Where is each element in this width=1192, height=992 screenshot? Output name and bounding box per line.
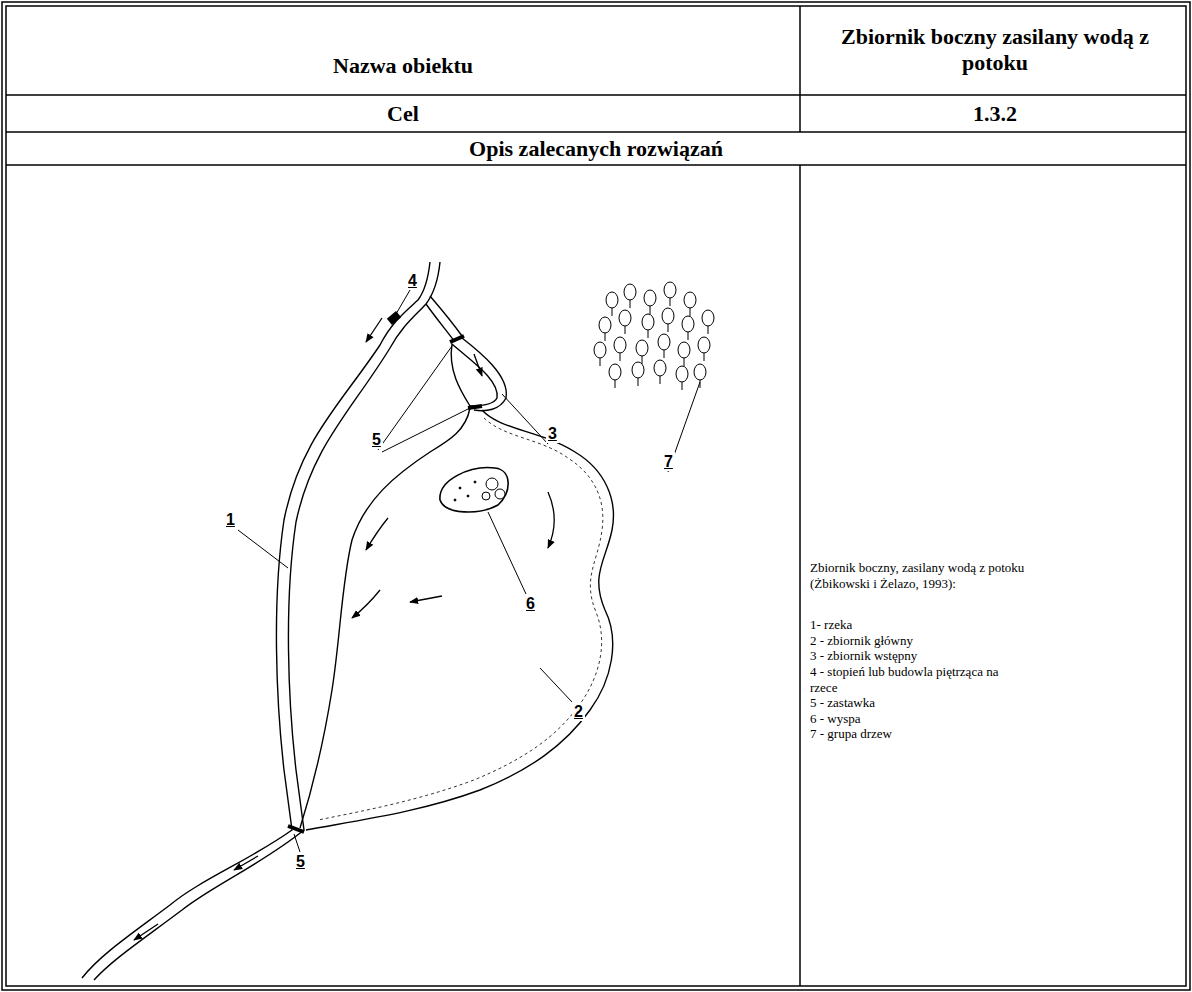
- river: [82, 262, 462, 980]
- legend-panel: Zbiornik boczny, zasilany wodą z potoku …: [810, 560, 1028, 742]
- header-cell: 1.3.2: [830, 101, 1160, 127]
- main-reservoir: [300, 408, 613, 830]
- pre-reservoir: [451, 338, 506, 411]
- callout-number: 3: [546, 424, 559, 443]
- island: [440, 468, 508, 512]
- callout-number: 5: [370, 430, 383, 449]
- legend-item: 2 - zbiornik główny: [810, 633, 1028, 649]
- legend-item: 6 - wyspa: [810, 711, 1028, 727]
- legend-item: 1- rzeka: [810, 617, 1028, 633]
- leader-line: [238, 290, 700, 852]
- header-cell: Zbiornik boczny zasilany wodą z potoku: [830, 24, 1160, 77]
- figure-caption: Zbiornik boczny, zasilany wodą z potoku …: [810, 560, 1028, 591]
- legend-item: 7 - grupa drzew: [810, 726, 1028, 742]
- legend-item: 5 - zastawka: [810, 695, 1028, 711]
- header-cell: Cel: [53, 101, 753, 127]
- header-cell: Nazwa obiektu: [53, 53, 753, 79]
- legend-item: 4 - stopień lub budowla piętrząca na rze…: [810, 664, 1028, 695]
- callout-number: 1: [224, 510, 237, 529]
- weir: [387, 311, 401, 325]
- legend-item: 3 - zbiornik wstępny: [810, 648, 1028, 664]
- callout-number: 5: [294, 852, 307, 871]
- callout-number: 4: [406, 271, 419, 290]
- tree-group: [594, 282, 714, 390]
- callout-number: 2: [572, 702, 585, 721]
- header-cell: Opis zalecanych rozwiązań: [46, 136, 1146, 162]
- sluice: [288, 336, 482, 832]
- flow-arrows: [134, 318, 554, 940]
- callout-number: 6: [524, 594, 537, 613]
- callout-number: 7: [662, 452, 675, 471]
